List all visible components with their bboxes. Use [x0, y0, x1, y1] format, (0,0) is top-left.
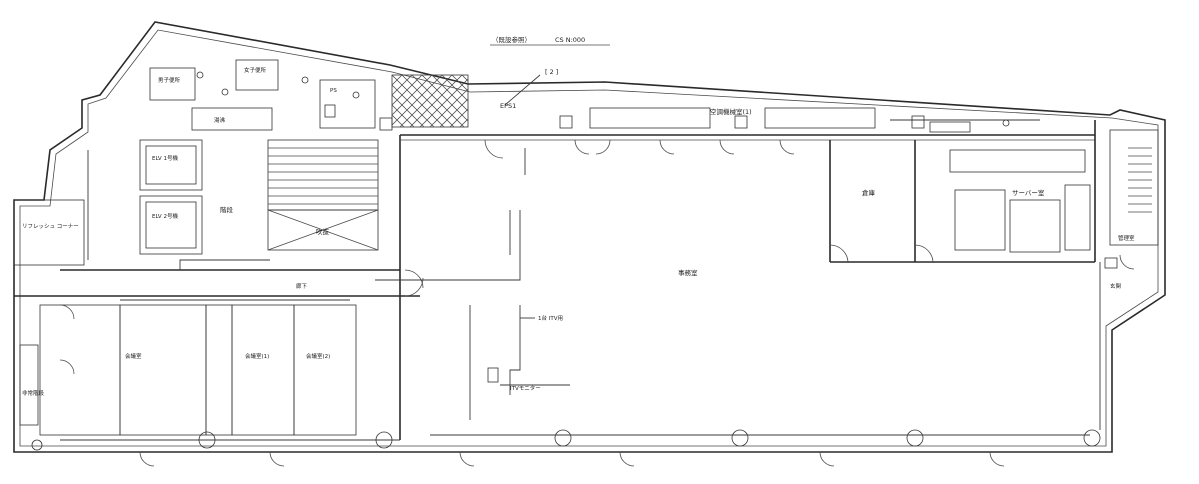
elevator-2-label: ELV 2号機: [152, 212, 178, 220]
doors: [59, 139, 1135, 467]
meeting-room-1: [231, 304, 295, 436]
hatched-shaft: [391, 74, 469, 128]
meeting-2-label: 会議室(2): [306, 352, 330, 360]
server-rack-a: [954, 189, 1006, 251]
hot-water-label: 湯沸: [214, 116, 226, 124]
main-stair: [267, 139, 379, 251]
elevator-2: [139, 195, 203, 255]
emergency-stair-box: [19, 344, 39, 426]
entrance-label: 玄関: [1110, 282, 1122, 290]
meeting-room: [119, 304, 207, 436]
fixtures: [196, 71, 1118, 383]
ps-tag: [ 2 ]: [545, 68, 558, 76]
wc-male: [149, 67, 196, 101]
emergency-stair-label: 非常階段: [22, 389, 45, 397]
server-label: サーバー室: [1012, 188, 1045, 197]
meeting-label: 会議室: [125, 352, 142, 360]
storage-label: 倉庫: [862, 188, 876, 197]
meeting-1-label: 会議室(1): [245, 352, 269, 360]
hot-water-room: [191, 107, 273, 131]
ps-label: PS: [330, 88, 337, 94]
eps-label: EPS1: [500, 102, 516, 110]
server-rack-row: [949, 149, 1086, 173]
tv-label: 1台 ITV用: [538, 314, 563, 322]
title-tag: （既設参照）: [492, 35, 531, 44]
tv-monitor-label: ITVモニター: [510, 384, 541, 392]
scale-note: CS N:000: [555, 36, 585, 44]
ac-unit-box: [589, 107, 711, 129]
wc-female-label: 女子便所: [244, 66, 267, 74]
wc-male-label: 男子便所: [158, 76, 181, 84]
server-rack-b: [1009, 199, 1061, 253]
refresh-corner: [13, 199, 85, 266]
elevator-1-label: ELV 1号機: [152, 154, 178, 162]
emergency-stair-right: [1109, 129, 1159, 246]
corridor-label: 廊下: [296, 282, 308, 290]
wc-area-2: [319, 79, 376, 129]
mgmt-label: 管理室: [1118, 234, 1135, 242]
ac-unit-label: 空調機械室(1): [710, 107, 752, 116]
wiring: [60, 74, 1101, 441]
office-label: 事務室: [678, 268, 698, 277]
elevator-1: [139, 139, 203, 191]
stair-label: 階段: [220, 205, 234, 214]
exterior-wall-inner: [19, 29, 1159, 447]
refresh-label: リフレッシュ コーナー: [22, 223, 79, 230]
meeting-room-2: [293, 304, 357, 436]
exterior-wall: [13, 21, 1166, 453]
wc-female: [235, 59, 279, 91]
void-label: 吹抜: [316, 227, 330, 236]
reception-room: [39, 304, 121, 436]
